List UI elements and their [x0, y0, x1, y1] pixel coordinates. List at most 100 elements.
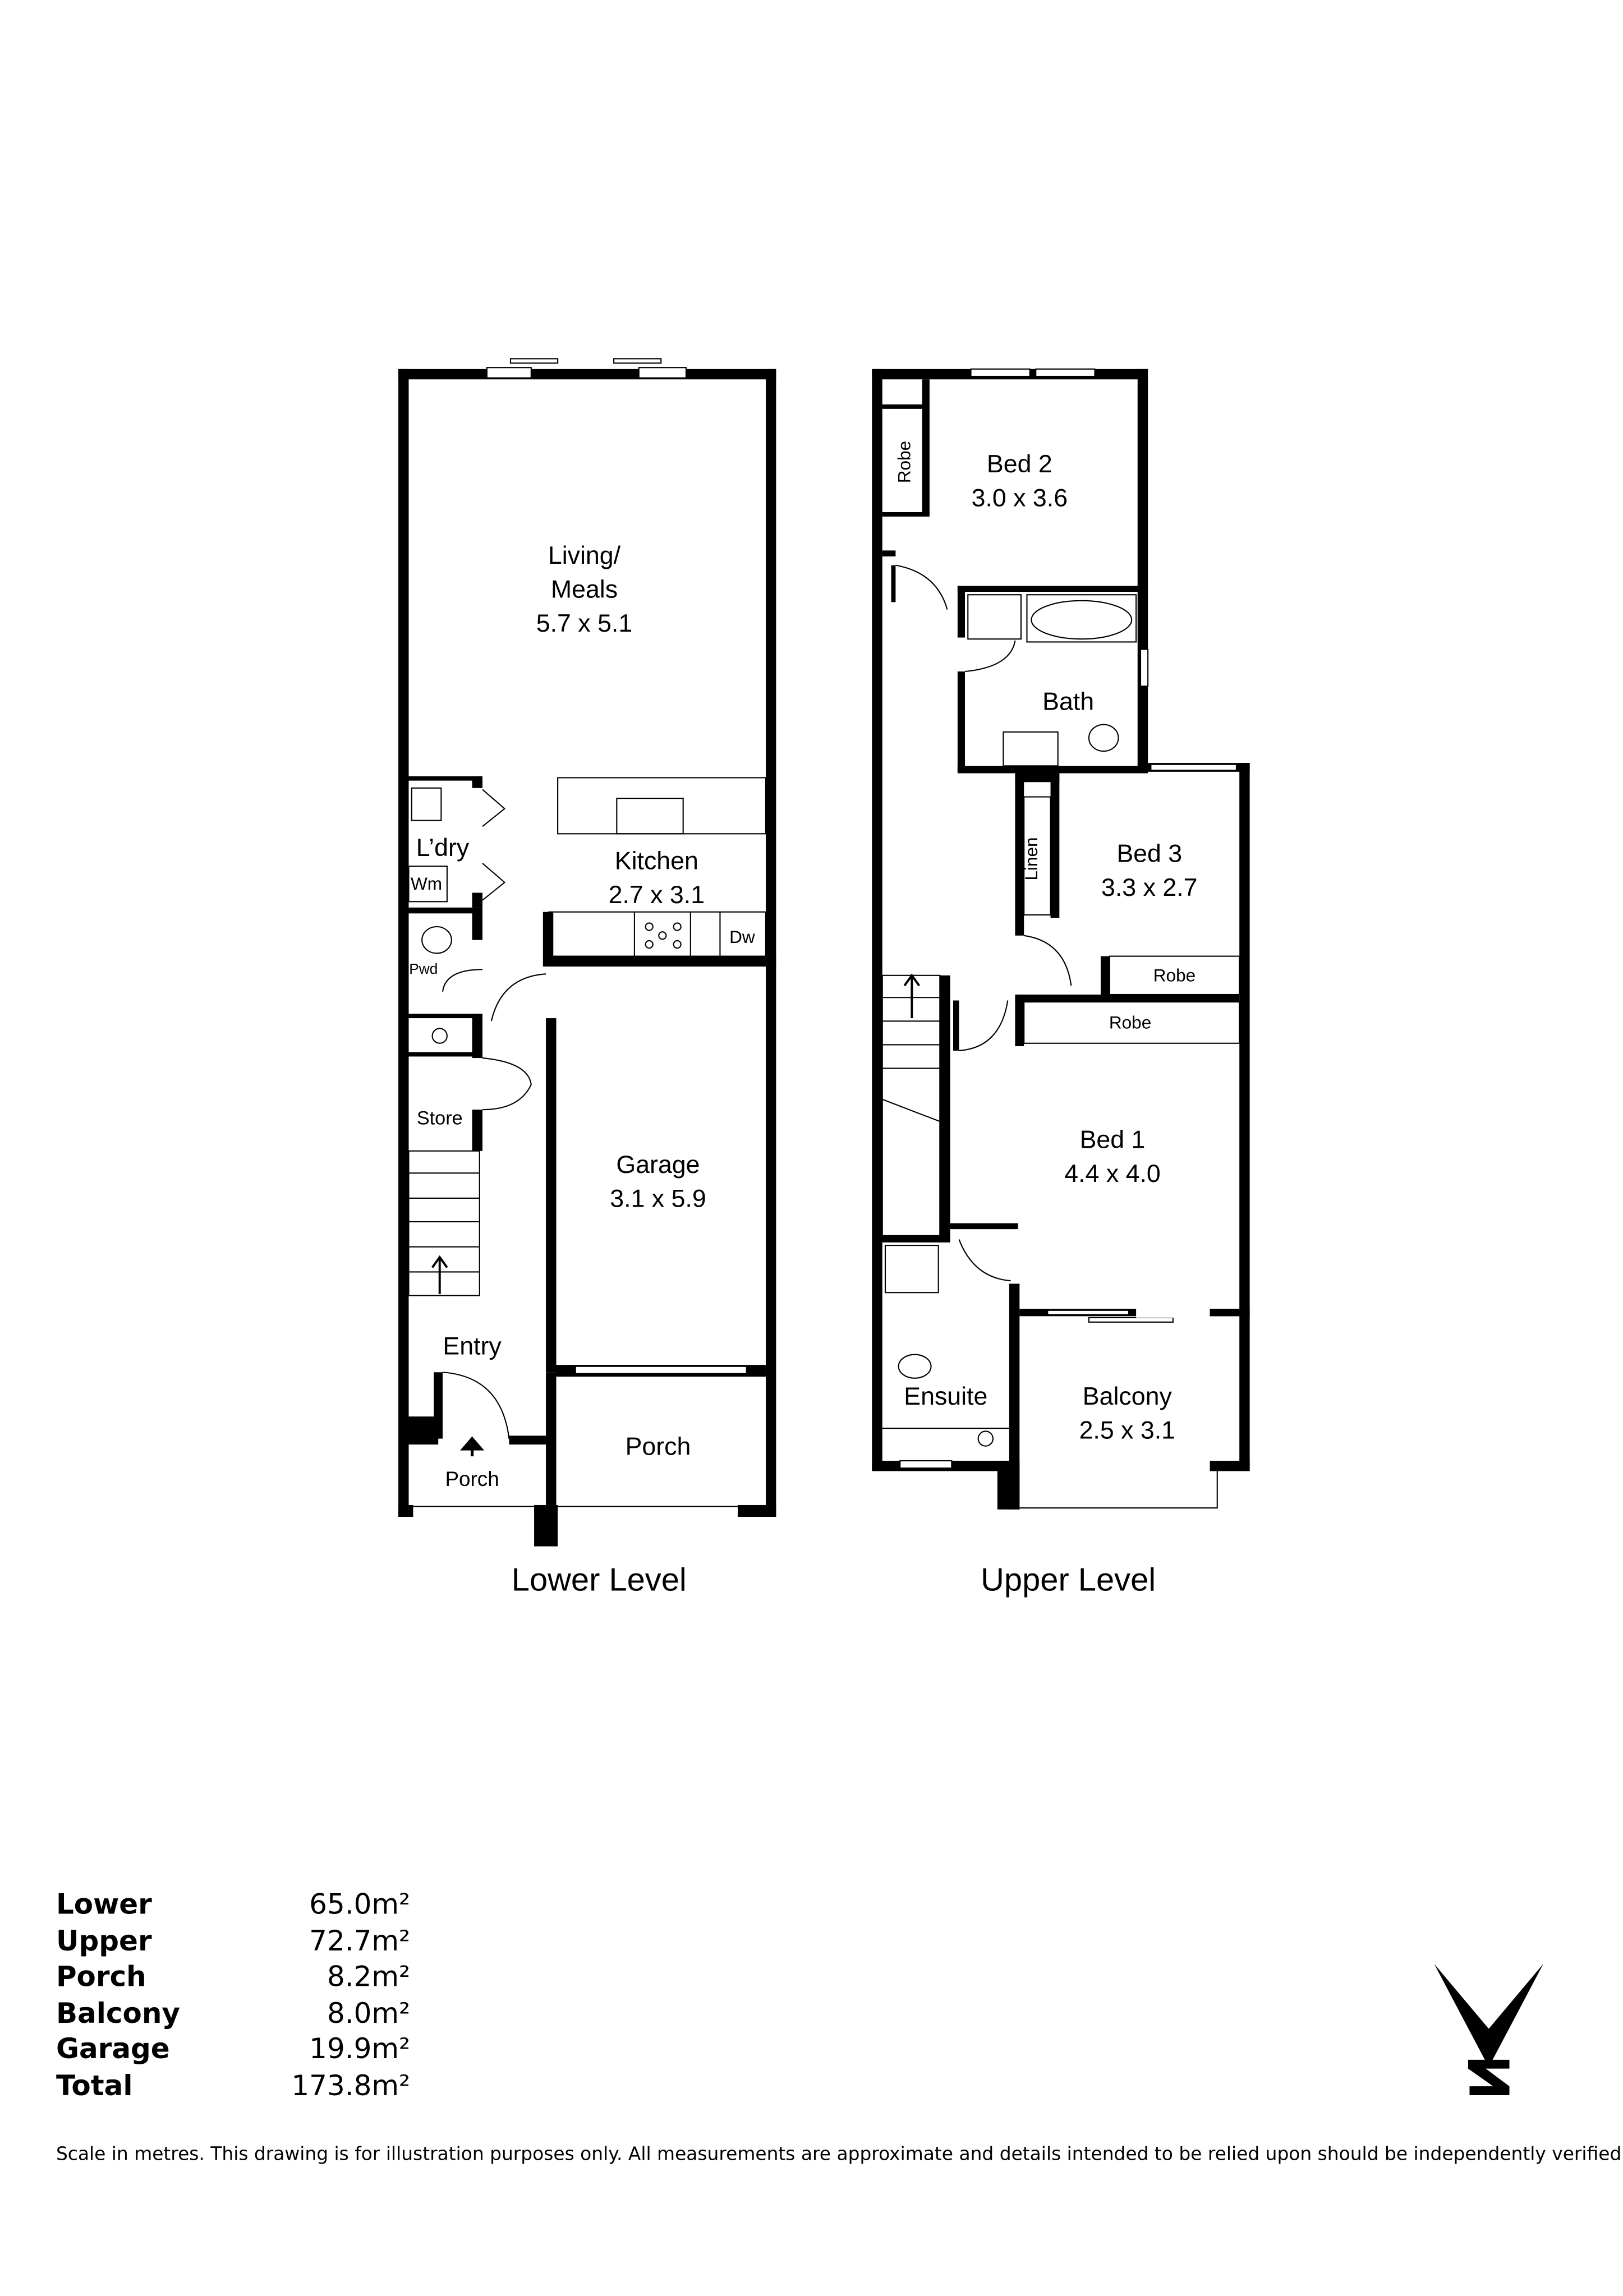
wall: [408, 1014, 483, 1019]
room-label-living: Living/: [548, 542, 621, 569]
area-value: 8.2m²: [327, 1960, 410, 1993]
robe-bed1: [1023, 1001, 1240, 1044]
room-label-bed2: Bed 2: [987, 450, 1052, 478]
wall: [891, 565, 896, 602]
door-swing: [964, 640, 1016, 673]
wall: [1009, 1283, 1020, 1510]
wall: [1100, 956, 1110, 1001]
toilet-icon: [421, 926, 452, 954]
wall: [472, 1014, 483, 1059]
wall: [1050, 770, 1060, 918]
wall: [957, 586, 965, 638]
window: [486, 367, 532, 379]
room-label-pwd: Pwd: [409, 960, 438, 977]
room-label-store: Store: [417, 1107, 463, 1129]
wall: [398, 369, 409, 1517]
area-value: 65.0m²: [309, 1888, 410, 1920]
room-label-balcony: Balcony: [1083, 1383, 1173, 1410]
wall: [1210, 1309, 1250, 1317]
toilet-icon: [1088, 724, 1119, 752]
upper-level-title: Upper Level: [981, 1562, 1156, 1598]
wall: [1015, 770, 1060, 783]
wall: [882, 512, 930, 517]
column: [534, 1504, 558, 1547]
door-swing: [959, 1000, 1009, 1051]
sliding-door: [613, 358, 662, 364]
entry-arrow-icon: [460, 1436, 485, 1457]
stairs: [408, 1150, 480, 1296]
area-label: Balcony: [56, 1997, 180, 2030]
room-label-meals: Meals: [551, 576, 618, 604]
wall: [1015, 770, 1024, 936]
wall: [950, 1223, 1018, 1230]
column: [997, 1461, 1020, 1510]
wall: [957, 586, 1148, 592]
laundry-tub-icon: [411, 787, 442, 821]
room-label-ensuite: Ensuite: [904, 1383, 987, 1410]
wall: [1137, 369, 1148, 772]
wall: [1015, 994, 1024, 1047]
wall: [872, 369, 882, 1471]
room-label-bed1: Bed 1: [1080, 1126, 1146, 1154]
room-size-living: 5.7 x 5.1: [536, 610, 632, 637]
sliding-door: [1047, 1309, 1130, 1315]
room-size-balcony: 2.5 x 3.1: [1079, 1417, 1175, 1444]
label-linen: Linen: [1021, 837, 1041, 880]
wall: [472, 776, 483, 788]
wall: [546, 1018, 557, 1373]
bifold-door: [482, 789, 506, 827]
room-label-porch-entry: Porch: [445, 1467, 499, 1490]
wall: [408, 1052, 483, 1057]
basin-icon: [977, 1430, 994, 1447]
kitchen-island: [557, 777, 767, 835]
window: [970, 368, 1031, 378]
area-label: Lower: [56, 1888, 152, 1920]
area-label: Upper: [56, 1925, 152, 1957]
door-swing: [1024, 935, 1072, 986]
wall: [546, 1372, 557, 1505]
area-value: 173.8m²: [291, 2069, 410, 2102]
sink-icon: [616, 798, 684, 835]
wall: [1239, 763, 1250, 1471]
room-label-bed3: Bed 3: [1116, 840, 1182, 867]
wall: [509, 1435, 549, 1445]
area-label: Garage: [56, 2032, 170, 2065]
door-swing: [442, 969, 483, 992]
washing-machine: [408, 866, 448, 903]
area-label: Porch: [56, 1960, 146, 1993]
wall: [738, 1504, 776, 1517]
room-label-laundry: L’dry: [416, 834, 470, 862]
label-wm: Wm: [411, 873, 442, 894]
room-size-garage: 3.1 x 5.9: [610, 1185, 706, 1213]
door-swing: [482, 1057, 532, 1111]
area-value: 72.7m²: [309, 1925, 410, 1957]
wall: [940, 975, 950, 1241]
wall: [542, 912, 554, 967]
area-value: 8.0m²: [327, 1997, 410, 2030]
wall: [408, 1438, 439, 1445]
stairs-up-arrow-icon: [431, 1255, 448, 1294]
entry-door-swing: [442, 1372, 510, 1439]
area-label: Total: [56, 2069, 133, 2102]
wall: [957, 766, 1148, 774]
room-label-garage: Garage: [616, 1151, 700, 1179]
wall: [472, 1110, 483, 1151]
wall: [408, 776, 483, 781]
lower-level-title: Lower Level: [512, 1562, 687, 1598]
room-size-kitchen: 2.7 x 3.1: [609, 881, 705, 909]
room-label-porch-garage: Porch: [626, 1433, 691, 1461]
wall: [957, 671, 965, 772]
stairs-up-arrow-icon: [903, 973, 921, 1019]
wall: [765, 369, 776, 1517]
room-size-bed3: 3.3 x 2.7: [1101, 874, 1197, 901]
wall: [1015, 994, 1240, 1002]
north-arrow-icon: [1434, 1963, 1543, 2095]
shower-icon: [884, 1245, 939, 1294]
toilet-icon: [898, 1354, 932, 1379]
door-swing: [958, 1239, 1011, 1282]
wall: [408, 907, 483, 914]
wall: [922, 379, 930, 516]
sliding-door: [509, 358, 559, 364]
wall: [472, 892, 483, 908]
